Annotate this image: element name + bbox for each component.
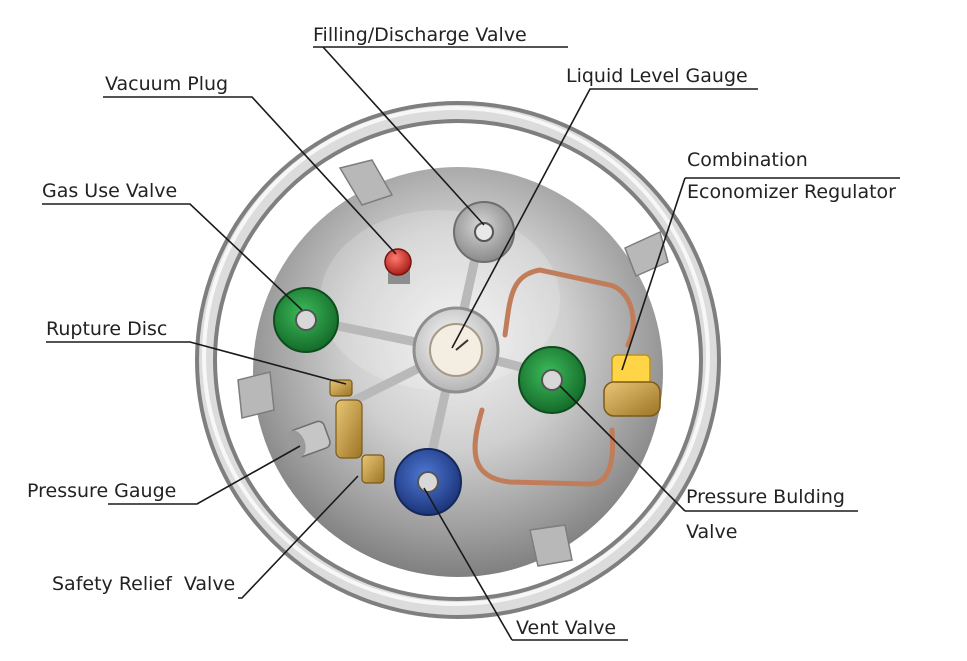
economizer-regulator (603, 354, 661, 417)
label-pressure-gauge: Pressure Gauge (27, 480, 176, 502)
label-pressure-building-valve: Valve (686, 521, 737, 543)
label-gas-use-valve: Gas Use Valve (42, 180, 177, 202)
callout-labels: Filling/Discharge Valve Vacuum Plug Liqu… (27, 24, 896, 639)
vent-valve-knob (394, 448, 462, 516)
rupture-disc-and-safety-relief-valve (329, 379, 385, 484)
liquid-level-gauge (412, 306, 500, 394)
pressure-building-valve-knob (518, 346, 586, 414)
label-economizer-regulator: Economizer Regulator (687, 181, 896, 203)
label-vent-valve: Vent Valve (516, 617, 616, 639)
label-filling-discharge-valve: Filling/Discharge Valve (313, 24, 527, 46)
gas-use-valve-knob (273, 287, 339, 353)
copper-tube (472, 267, 636, 487)
label-vacuum-plug: Vacuum Plug (105, 73, 228, 95)
leader-lines (42, 46, 900, 641)
label-liquid-level-gauge: Liquid Level Gauge (566, 65, 748, 87)
filling-discharge-valve-knob (453, 201, 515, 263)
label-combination: Combination (687, 149, 808, 171)
label-rupture-disc: Rupture Disc (46, 318, 167, 340)
label-pressure-building: Pressure Bulding (686, 486, 845, 508)
vacuum-plug (384, 248, 412, 284)
label-safety-relief-valve: Safety Relief Valve (52, 573, 235, 595)
handling-ring (195, 101, 721, 619)
